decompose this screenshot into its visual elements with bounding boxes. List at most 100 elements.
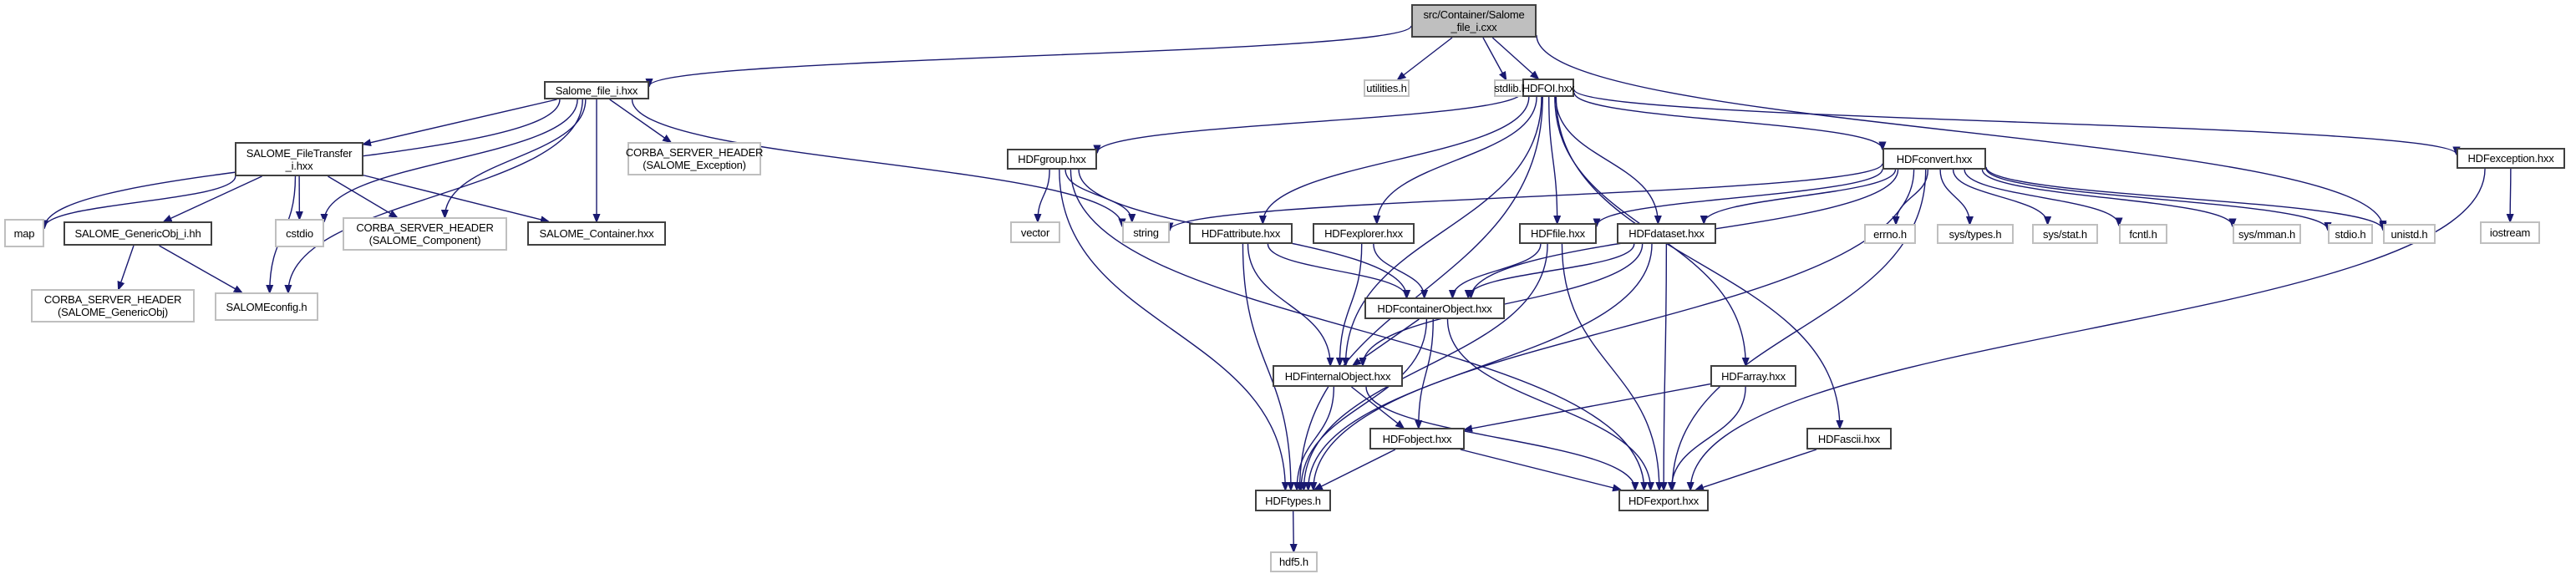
- edge-hdfcontainerobject-to-hdfobject: [1419, 318, 1434, 428]
- node-stdlib: stdlib.h: [1494, 79, 1527, 97]
- node-hdfattribute[interactable]: HDFattribute.hxx: [1189, 223, 1293, 244]
- edge-hdffile-to-hdftypes: [1303, 243, 1548, 490]
- edge-hdfconvert-to-sysstat: [1952, 169, 2048, 224]
- edge-hdfarray-to-hdfobject: [1465, 383, 1711, 430]
- edge-genericobj-to-corba_genericobj: [119, 245, 135, 289]
- edge-hdfdataset-to-hdfexport: [1664, 243, 1666, 490]
- node-label: string: [1133, 226, 1159, 239]
- node-label: unistd.h: [2391, 227, 2428, 241]
- node-corba_component: CORBA_SERVER_HEADER (SALOME_Component): [343, 217, 507, 251]
- edge-hdfoi-to-hdfdataset: [1555, 96, 1658, 223]
- node-label: Salome_file_i.hxx: [555, 84, 638, 97]
- edge-salome_file_i-to-salomeconfig: [288, 99, 583, 292]
- node-hdfascii[interactable]: HDFascii.hxx: [1806, 428, 1892, 449]
- node-salome_file_i[interactable]: Salome_file_i.hxx: [544, 81, 649, 99]
- node-label: SALOME_Container.hxx: [539, 227, 654, 240]
- node-genericobj[interactable]: SALOME_GenericObj_i.hh: [64, 221, 212, 246]
- node-unistd: unistd.h: [2383, 224, 2436, 244]
- node-label: HDFgroup.hxx: [1018, 153, 1086, 165]
- node-hdfcontainerobject[interactable]: HDFcontainerObject.hxx: [1364, 297, 1505, 319]
- node-label: stdio.h: [2335, 227, 2366, 241]
- node-container[interactable]: SALOME_Container.hxx: [527, 221, 666, 246]
- node-hdfconvert[interactable]: HDFconvert.hxx: [1882, 148, 1986, 170]
- node-hdfgroup[interactable]: HDFgroup.hxx: [1007, 149, 1097, 170]
- edge-hdfconvert-to-errno: [1896, 169, 1929, 224]
- node-hdfexplorer[interactable]: HDFexplorer.hxx: [1313, 223, 1415, 244]
- node-sysstat: sys/stat.h: [2032, 224, 2098, 244]
- edge-hdfinternalobject-to-hdftypes: [1297, 386, 1335, 490]
- node-root[interactable]: src/Container/Salome _file_i.cxx: [1411, 4, 1537, 38]
- node-hdfarray[interactable]: HDFarray.hxx: [1710, 365, 1796, 387]
- edge-hdfconvert-to-stdio: [1985, 167, 2328, 230]
- edge-hdfattribute-to-hdftypes: [1242, 243, 1291, 490]
- node-label: HDFarray.hxx: [1721, 369, 1786, 383]
- edge-hdfattribute-to-hdfcontainerobject: [1267, 243, 1406, 297]
- edge-salome_file_i-to-string: [631, 99, 1122, 226]
- node-label: HDFfile.hxx: [1531, 227, 1585, 240]
- node-fcntl: fcntl.h: [2119, 224, 2167, 244]
- node-hdf5: hdf5.h: [1270, 551, 1318, 572]
- edge-hdftypes-to-hdf5: [1293, 510, 1294, 551]
- node-label: HDFcontainerObject.hxx: [1377, 302, 1492, 315]
- node-sysmman: sys/mman.h: [2233, 224, 2301, 244]
- node-hdfinternalobject[interactable]: HDFinternalObject.hxx: [1273, 365, 1403, 387]
- edge-hdfconvert-to-hdfdataset: [1704, 169, 1897, 223]
- edge-hdfcontainerobject-to-hdfexport: [1446, 318, 1650, 490]
- edge-hdfexplorer-to-hdfinternalobject: [1339, 243, 1363, 365]
- node-label: CORBA_SERVER_HEADER (SALOME_Component): [356, 221, 494, 246]
- edge-hdfoi-to-hdfgroup: [1097, 91, 1523, 152]
- node-hdfobject[interactable]: HDFobject.hxx: [1369, 428, 1465, 449]
- edge-hdfoi-to-hdfconvert: [1573, 92, 1882, 150]
- node-hdfoi[interactable]: HDFOI.hxx: [1522, 79, 1574, 97]
- node-label: HDFtypes.h: [1265, 494, 1321, 507]
- node-label: HDFexport.hxx: [1628, 494, 1700, 507]
- node-label: SALOME_GenericObj_i.hh: [74, 227, 201, 240]
- node-salomeconfig: SALOMEconfig.h: [215, 292, 318, 321]
- node-label: iostream: [2489, 226, 2531, 239]
- edge-filetransfer-to-map: [44, 175, 236, 228]
- node-label: utilities.h: [1366, 82, 1407, 94]
- edge-hdfoi-to-hdffile: [1548, 96, 1557, 223]
- node-label: SALOME_FileTransfer _i.hxx: [246, 146, 353, 172]
- node-label: cstdio: [286, 226, 313, 240]
- node-label: HDFinternalObject.hxx: [1284, 369, 1391, 383]
- edge-filetransfer-to-container: [363, 175, 548, 221]
- edge-salome_file_i-to-corba_exception: [609, 99, 671, 142]
- edge-hdfconvert-to-sysmman: [1981, 169, 2233, 226]
- node-systypes: sys/types.h: [1937, 224, 2014, 244]
- edge-hdfoi-to-hdfexplorer: [1377, 96, 1537, 223]
- edge-root-to-utilities: [1398, 37, 1453, 79]
- edge-salome_file_i-to-filetransfer: [363, 99, 557, 145]
- edge-hdfobject-to-hdftypes: [1315, 449, 1396, 490]
- edge-filetransfer-to-genericobj: [164, 175, 262, 221]
- node-label: HDFdataset.hxx: [1628, 227, 1705, 240]
- edge-hdfoi-to-hdfexception: [1573, 89, 2457, 154]
- node-hdfexport[interactable]: HDFexport.hxx: [1618, 490, 1709, 511]
- node-filetransfer[interactable]: SALOME_FileTransfer _i.hxx: [235, 142, 363, 176]
- node-label: CORBA_SERVER_HEADER (SALOME_Exception): [625, 146, 764, 171]
- edge-hdfconvert-to-fcntl: [1964, 169, 2119, 226]
- edge-hdfconvert-to-hdffile: [1597, 169, 1883, 226]
- edge-hdfoi-to-hdfattribute: [1263, 96, 1530, 223]
- edge-hdfinternalobject-to-hdfexport: [1365, 386, 1635, 490]
- node-label: HDFconvert.hxx: [1896, 152, 1973, 165]
- edge-root-to-hdfoi: [1491, 37, 1538, 79]
- edge-hdfcontainerobject-to-hdftypes: [1301, 318, 1428, 490]
- node-label: HDFascii.hxx: [1817, 432, 1881, 445]
- edge-hdfgroup-to-hdftypes: [1059, 169, 1285, 490]
- node-corba_genericobj: CORBA_SERVER_HEADER (SALOME_GenericObj): [31, 289, 195, 323]
- node-label: HDFOI.hxx: [1522, 81, 1575, 94]
- node-label: map: [13, 226, 35, 240]
- node-label: src/Container/Salome _file_i.cxx: [1423, 8, 1525, 33]
- node-hdffile[interactable]: HDFfile.hxx: [1519, 223, 1597, 244]
- node-hdftypes[interactable]: HDFtypes.h: [1255, 490, 1331, 511]
- edge-hdfgroup-to-string: [1064, 169, 1132, 221]
- node-vector: vector: [1010, 221, 1060, 243]
- edge-hdffile-to-hdfcontainerobject: [1452, 243, 1542, 297]
- edge-hdfexplorer-to-hdfcontainerobject: [1373, 243, 1425, 297]
- node-hdfdataset[interactable]: HDFdataset.hxx: [1617, 223, 1716, 244]
- node-label: fcntl.h: [2129, 227, 2157, 241]
- node-hdfexception[interactable]: HDFexception.hxx: [2457, 148, 2565, 169]
